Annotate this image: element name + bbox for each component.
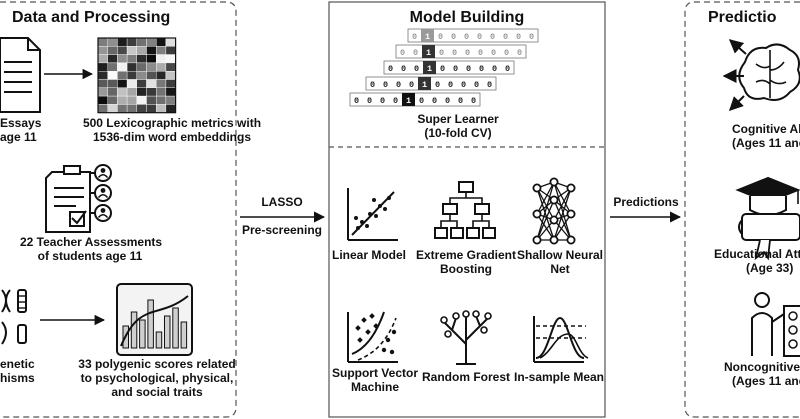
svg-text:0: 0 [491, 48, 496, 58]
graduation-icon [735, 176, 800, 261]
model-label-linear: Linear Model [331, 248, 406, 262]
svg-text:0: 0 [432, 96, 437, 106]
in-sample-mean-icon [533, 316, 589, 363]
svg-text:0: 0 [393, 96, 398, 106]
svg-text:0: 0 [414, 64, 419, 74]
svg-text:0: 0 [396, 80, 401, 90]
svg-text:0: 0 [413, 48, 418, 58]
svg-text:0: 0 [453, 64, 458, 74]
svg-text:0: 0 [466, 64, 471, 74]
random-forest-icon [440, 310, 492, 365]
svg-text:0: 0 [412, 32, 417, 42]
middle-panel-frame [328, 1, 606, 418]
svg-text:0: 0 [440, 64, 445, 74]
svg-text:0: 0 [400, 48, 405, 58]
dna-icon [1, 289, 27, 345]
svg-text:1: 1 [422, 80, 427, 90]
embedding-matrix-heatmap [97, 37, 177, 114]
svg-text:0: 0 [401, 64, 406, 74]
svg-text:1: 1 [406, 96, 411, 106]
gradient-boosting-tree-icon [434, 181, 496, 239]
svg-text:0: 0 [492, 64, 497, 74]
bar-chart-icon [116, 283, 193, 356]
svg-text:0: 0 [477, 32, 482, 42]
svg-text:0: 0 [451, 32, 456, 42]
document-icon [0, 37, 41, 113]
user-check-icons [90, 164, 112, 222]
left-panel-frame [0, 1, 237, 418]
svg-text:0: 0 [388, 64, 393, 74]
svg-text:0: 0 [490, 32, 495, 42]
brain-icon [722, 39, 800, 111]
svg-text:0: 0 [383, 80, 388, 90]
svg-text:1: 1 [426, 48, 431, 58]
svg-text:0: 0 [516, 32, 521, 42]
svg-text:1: 1 [425, 32, 430, 42]
svg-text:0: 0 [487, 80, 492, 90]
svg-text:0: 0 [438, 32, 443, 42]
svg-text:0: 0 [367, 96, 372, 106]
svm-icon [347, 311, 398, 363]
svg-text:0: 0 [517, 48, 522, 58]
lasso-label: LASSO [261, 195, 303, 209]
svg-text:0: 0 [504, 48, 509, 58]
neural-net-icon [532, 177, 576, 245]
svg-text:0: 0 [435, 80, 440, 90]
svg-text:0: 0 [439, 48, 444, 58]
svg-text:0: 0 [479, 64, 484, 74]
svg-text:0: 0 [380, 96, 385, 106]
svg-text:0: 0 [445, 96, 450, 106]
svg-text:0: 0 [471, 96, 476, 106]
svg-text:0: 0 [465, 48, 470, 58]
svg-text:0: 0 [505, 64, 510, 74]
svg-text:0: 0 [458, 96, 463, 106]
svg-text:0: 0 [474, 80, 479, 90]
svg-text:0: 0 [464, 32, 469, 42]
svg-text:1: 1 [427, 64, 432, 74]
predictions-label: Predictions [613, 195, 679, 209]
educational-label: Educational Atta(Age 33) [714, 247, 800, 275]
svg-text:0: 0 [448, 80, 453, 90]
svg-text:0: 0 [478, 48, 483, 58]
svg-text:0: 0 [503, 32, 508, 42]
svg-text:0: 0 [461, 80, 466, 90]
svg-text:0: 0 [409, 80, 414, 90]
svg-text:0: 0 [452, 48, 457, 58]
cognitive-label: Cognitive Ab(Ages 11 and [732, 122, 800, 150]
model-label-random-forest: Random Forest [421, 370, 510, 384]
model-label-in-sample-mean: In-sample Mean [513, 370, 605, 384]
prescreening-label: Pre-screening [241, 223, 323, 237]
right-panel-title: Predictio [708, 9, 777, 26]
svg-text:0: 0 [370, 80, 375, 90]
svg-text:0: 0 [529, 32, 534, 42]
svg-text:0: 0 [354, 96, 359, 106]
super-learner-label: Super Learner(10-fold CV) [417, 112, 499, 140]
left-panel-title: Data and Processing [12, 9, 171, 26]
svg-text:0: 0 [419, 96, 424, 106]
middle-panel-title: Model Building [409, 9, 525, 26]
linear-model-icon [347, 188, 398, 241]
person-checklist-icon [751, 292, 800, 357]
teacher-assessment-icon [45, 165, 91, 233]
noncognitive-label: Noncognitive(Ages 11 and [724, 360, 800, 388]
